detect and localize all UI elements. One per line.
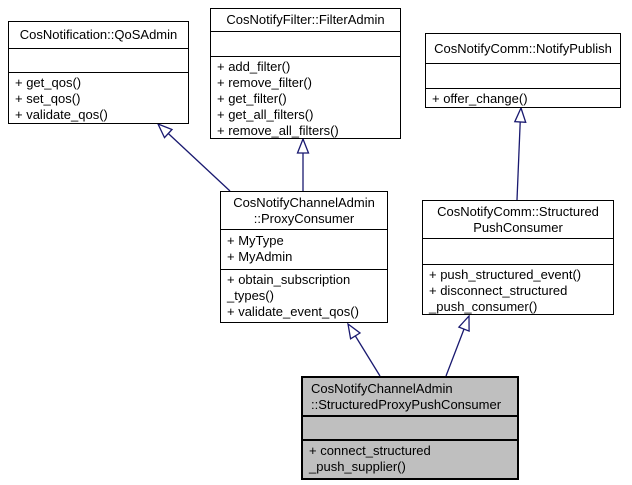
class-box-proxyconsumer[interactable]: CosNotifyChannelAdmin ::ProxyConsumer + … <box>220 191 388 323</box>
class-title: CosNotification::QoSAdmin <box>19 27 178 42</box>
class-title: CosNotifyFilter::FilterAdmin <box>226 12 385 27</box>
class-attributes <box>303 415 517 439</box>
class-methods: + connect_structured _push_supplier() <box>303 439 517 478</box>
inheritance-arrow-proxyconsumer-to-filteradmin <box>296 137 310 191</box>
class-title: CosNotifyChannelAdmin ::ProxyConsumer <box>233 194 375 226</box>
class-methods: + add_filter() + remove_filter() + get_f… <box>211 56 400 138</box>
class-attributes: + MyType + MyAdmin <box>221 229 387 269</box>
class-attributes <box>426 63 620 88</box>
class-attributes <box>9 48 188 72</box>
class-attributes <box>211 31 400 56</box>
class-attributes <box>423 238 613 264</box>
class-box-qosadmin[interactable]: CosNotification::QoSAdmin + get_qos() + … <box>8 21 189 124</box>
class-title: CosNotifyChannelAdmin ::StructuredProxyP… <box>311 380 502 412</box>
class-title: CosNotifyComm::NotifyPublish <box>434 40 612 56</box>
class-box-filteradmin[interactable]: CosNotifyFilter::FilterAdmin + add_filte… <box>210 8 401 139</box>
class-box-structuredpushconsumer[interactable]: CosNotifyComm::Structured PushConsumer +… <box>422 200 614 315</box>
class-methods: + push_structured_event() + disconnect_s… <box>423 264 613 314</box>
inheritance-arrow-structuredproxypushconsumer-to-structuredpushconsumer <box>445 314 470 377</box>
inheritance-arrow-proxyconsumer-to-qosadmin <box>156 122 231 192</box>
class-box-structuredproxypushconsumer-selected: CosNotifyChannelAdmin ::StructuredProxyP… <box>301 376 519 480</box>
inheritance-arrow-structuredproxypushconsumer-to-proxyconsumer <box>347 322 381 377</box>
class-methods: + obtain_subscription _types() + validat… <box>221 269 387 322</box>
class-title: CosNotifyComm::Structured PushConsumer <box>437 203 599 235</box>
class-methods: + offer_change() <box>426 88 620 107</box>
inheritance-arrow-structuredpushconsumer-to-notifypublish <box>513 106 527 201</box>
class-methods: + get_qos() + set_qos() + validate_qos() <box>9 72 188 123</box>
class-box-notifypublish[interactable]: CosNotifyComm::NotifyPublish + offer_cha… <box>425 33 621 108</box>
